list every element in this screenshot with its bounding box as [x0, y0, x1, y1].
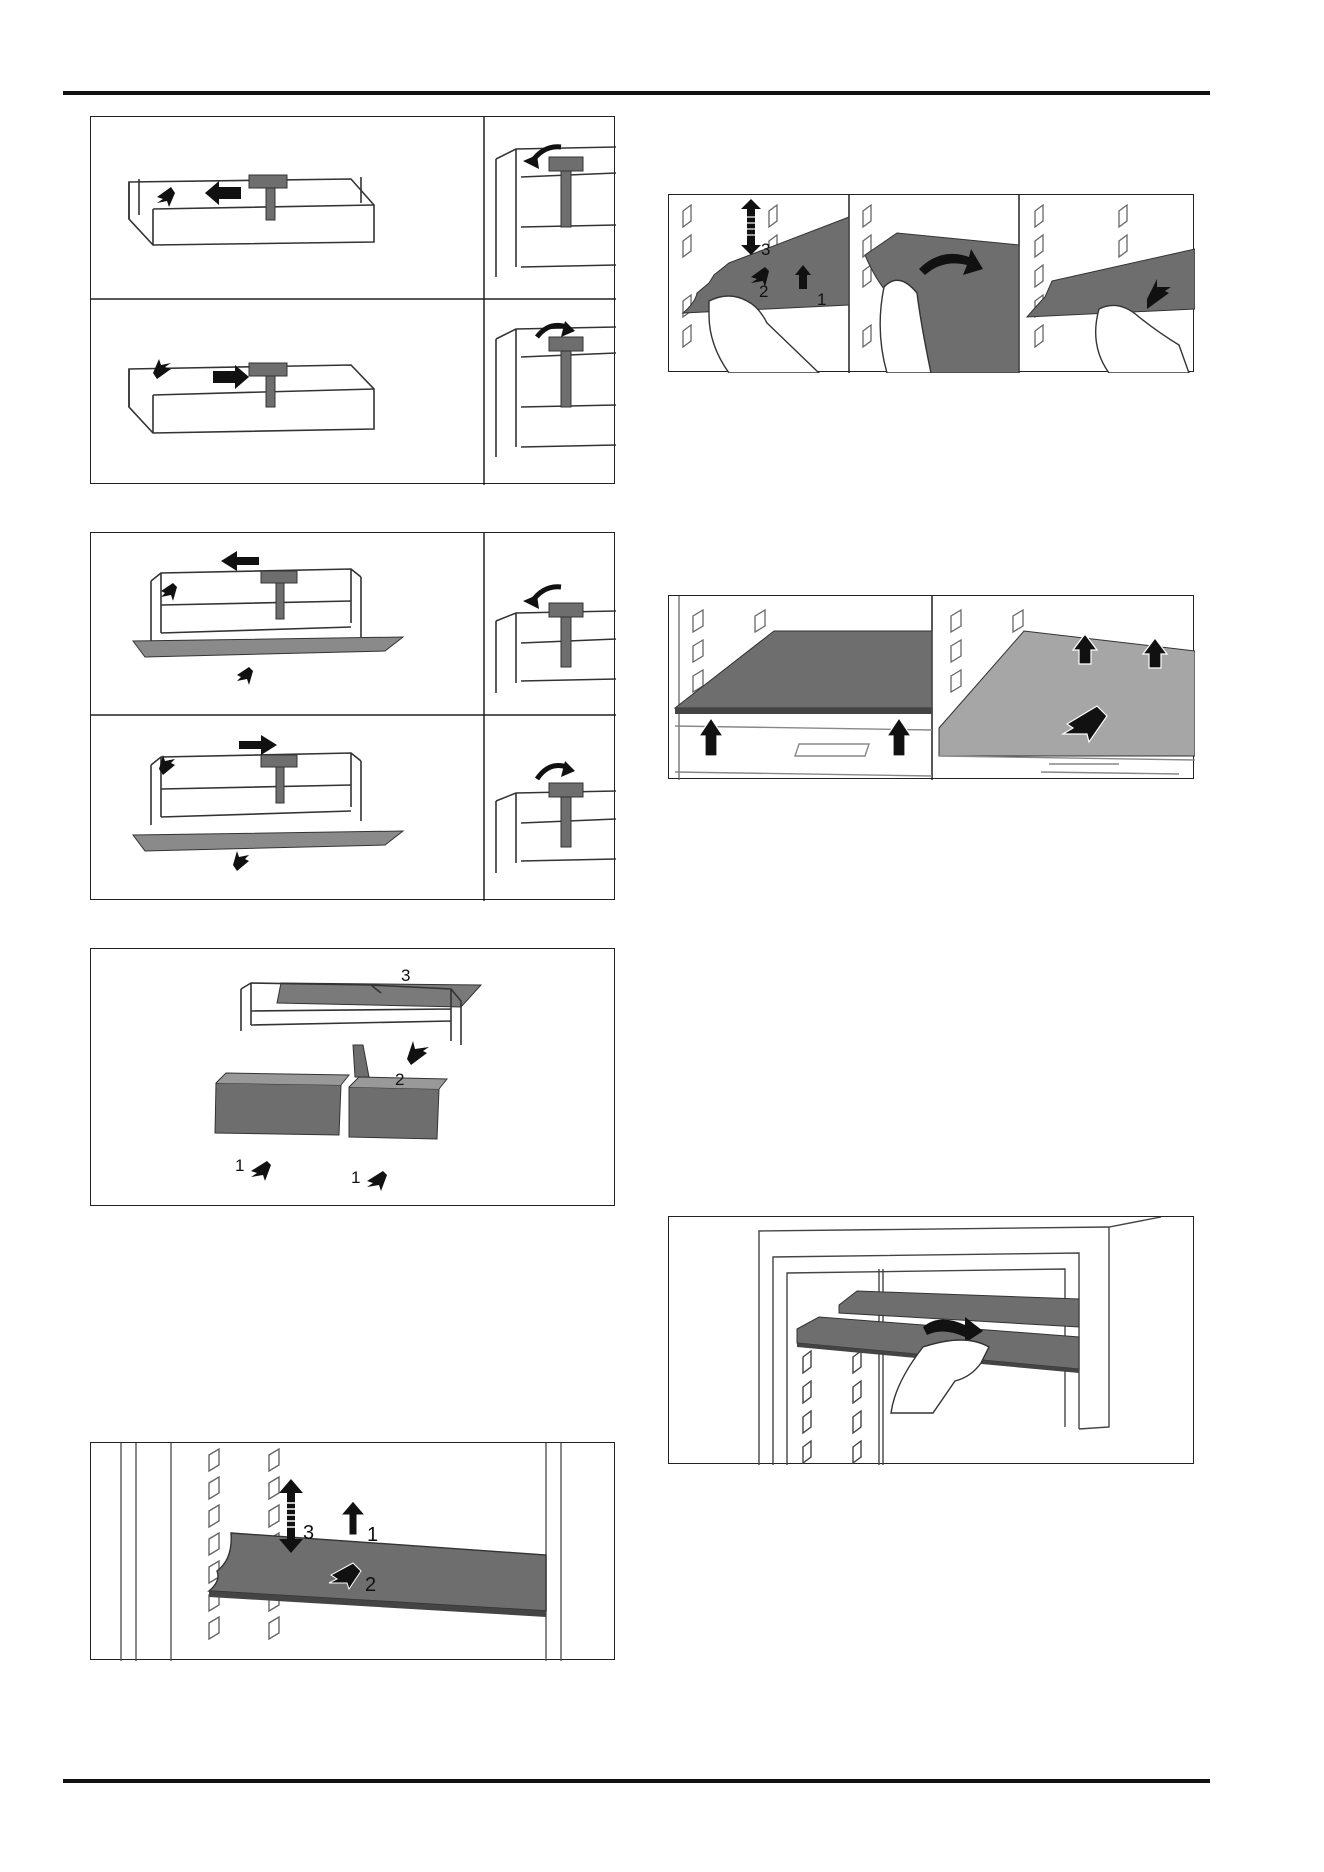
callout-1-left: 1: [235, 1156, 244, 1175]
callout-1: 1: [817, 290, 826, 309]
callout-2: 2: [395, 1070, 404, 1089]
figure-cabinet-shelf: [668, 1216, 1194, 1464]
glass-shelf-illustration: 3 1 2: [91, 1443, 616, 1661]
figure-bottom-shelf-lift: [668, 595, 1194, 779]
callout-3: 3: [761, 240, 770, 259]
callout-1: 1: [367, 1524, 378, 1546]
callout-3: 3: [303, 1522, 314, 1544]
bracket-tray-illustration: [91, 533, 616, 901]
cabinet-shelf-illustration: [669, 1217, 1195, 1465]
figure-bracket-with-tray: [90, 532, 615, 900]
figure-shelf-steps: 3 2 1: [668, 194, 1194, 372]
figure-bracket-adjust: [90, 116, 615, 484]
figure-glass-shelf-remove: 3 1 2: [90, 1442, 615, 1660]
bracket-adjust-illustration: [91, 117, 616, 485]
up-down-arrow-3: [279, 1479, 303, 1553]
shelf-steps-illustration: 3 2 1: [669, 195, 1195, 373]
hand-right: [1096, 305, 1189, 373]
figure-bracket-kit: 3 2 1 1: [90, 948, 615, 1206]
callout-3: 3: [401, 966, 410, 985]
bracket-kit-illustration: 3 2 1 1: [91, 949, 616, 1207]
callout-2: 2: [365, 1574, 376, 1596]
bottom-shelf-illustration: [669, 596, 1195, 780]
callout-1-right: 1: [351, 1168, 360, 1187]
callout-2: 2: [759, 282, 768, 301]
footer-rule: [63, 1779, 1210, 1783]
header-rule: [63, 91, 1210, 95]
